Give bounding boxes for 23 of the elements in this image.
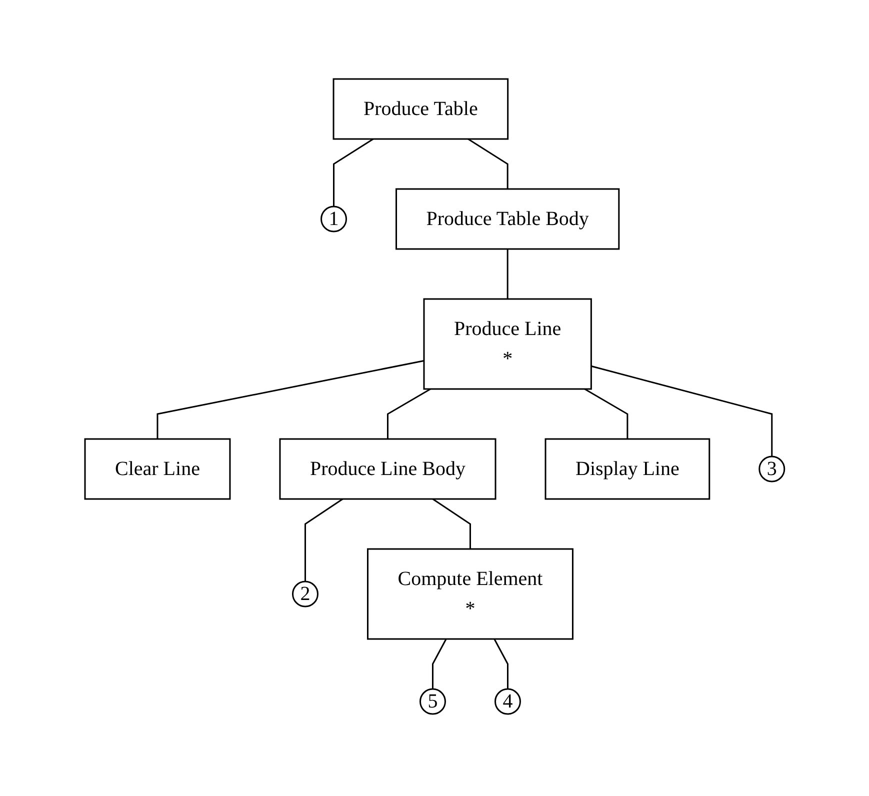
node-box: Produce Table <box>332 78 508 140</box>
node-box: Clear Line <box>84 438 231 500</box>
connector <box>332 138 374 207</box>
node-circle: 2 <box>292 581 318 608</box>
connector <box>584 388 628 440</box>
node-circle: 1 <box>320 206 347 232</box>
connector <box>304 498 343 582</box>
node-box: Produce Line * <box>423 298 592 390</box>
node-box: Produce Table Body <box>395 188 620 250</box>
connector <box>432 498 471 550</box>
connector <box>590 366 772 457</box>
connector <box>386 388 431 440</box>
node-circle: 4 <box>494 688 521 715</box>
connector <box>493 638 508 690</box>
connector <box>432 638 447 690</box>
node-box: Compute Element * <box>366 548 574 640</box>
connector <box>468 138 508 190</box>
node-circle: 5 <box>419 688 446 715</box>
node-box: Produce Line Body <box>279 438 496 500</box>
node-circle: 3 <box>758 456 785 482</box>
connector <box>156 360 424 440</box>
node-box: Display Line <box>544 438 710 500</box>
connector <box>506 249 508 300</box>
